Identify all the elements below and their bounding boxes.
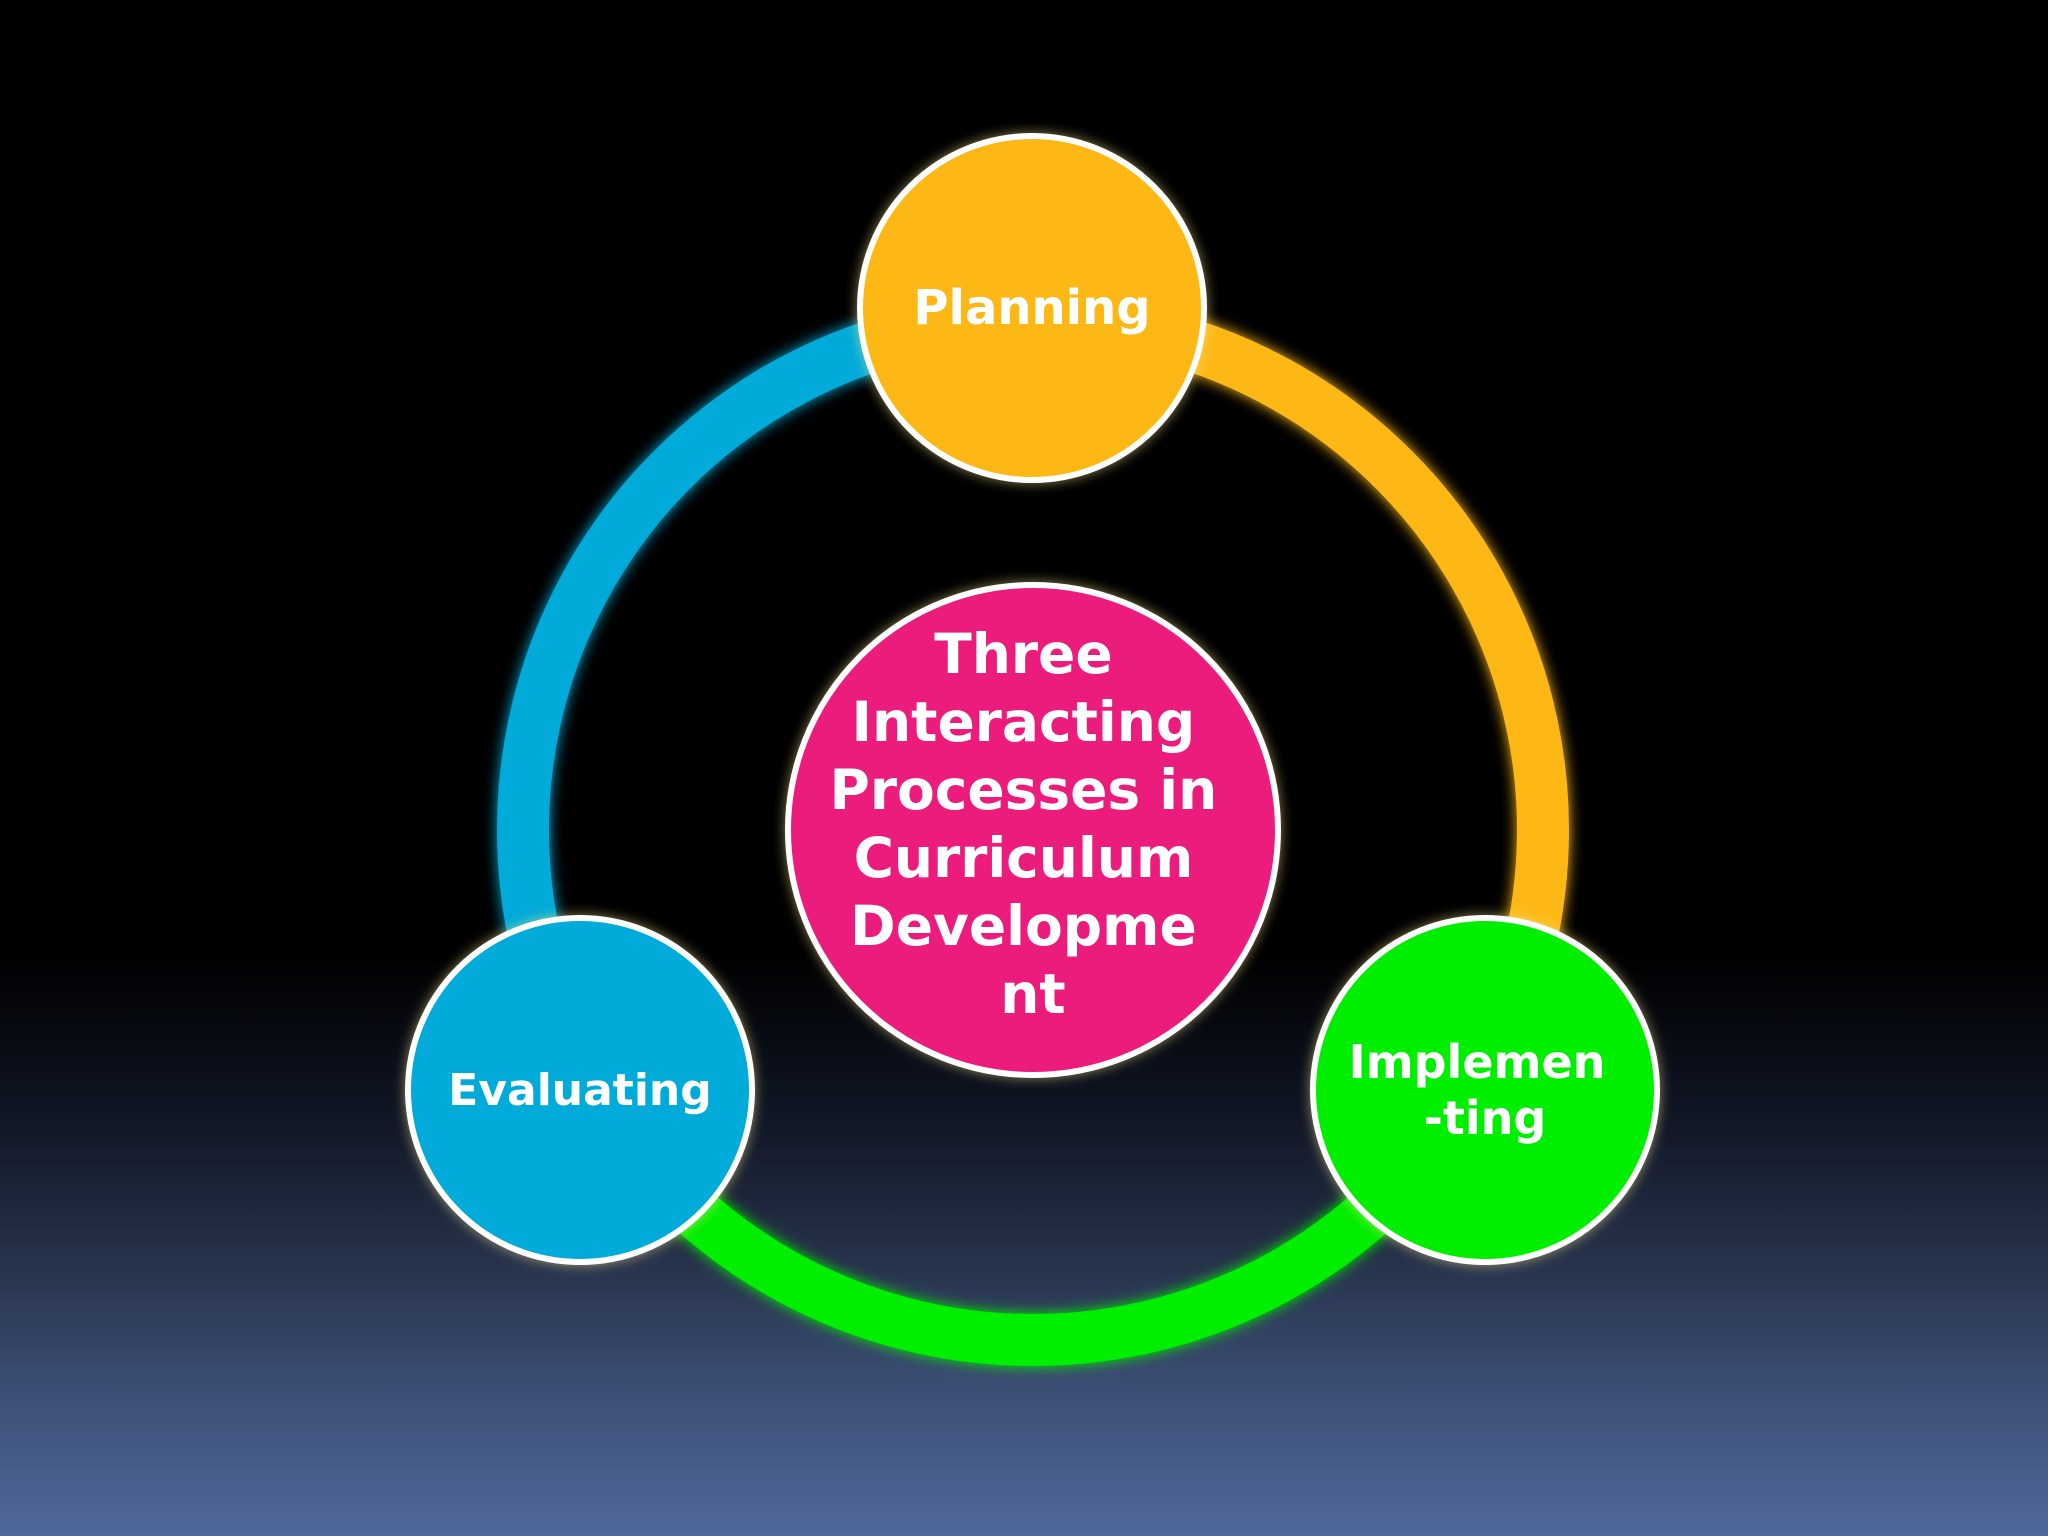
evaluating-node: Evaluating (405, 915, 755, 1265)
center-label-line-4: Curriculum (854, 826, 1194, 890)
planning-node: Planning (857, 133, 1207, 483)
planning-label-line-1: Planning (913, 280, 1150, 336)
center-label-line-2: Interacting (852, 690, 1196, 754)
center-label-line-1: Three (934, 622, 1112, 686)
center-circle (785, 582, 1281, 1078)
center-label-line-6: nt (1000, 962, 1065, 1026)
implementing-label-line-2: -ting (1424, 1091, 1547, 1145)
evaluating-circle (405, 915, 755, 1265)
center-label-line-3: Processes in (830, 758, 1218, 822)
implementing-node: Implemen -ting (1310, 915, 1660, 1265)
planning-label: Planning (913, 280, 1150, 336)
center-label-line-5: Developme (850, 894, 1197, 958)
implementing-circle (1310, 915, 1660, 1265)
center-node: Three Interacting Processes in Curriculu… (785, 582, 1281, 1078)
implementing-label-line-1: Implemen (1349, 1035, 1606, 1089)
planning-circle (857, 133, 1207, 483)
evaluating-label-line-1: Evaluating (448, 1065, 711, 1116)
center-label: Three Interacting Processes in Curriculu… (830, 622, 1237, 1026)
implementing-label: Implemen -ting (1349, 1035, 1622, 1145)
evaluating-label: Evaluating (448, 1065, 711, 1116)
